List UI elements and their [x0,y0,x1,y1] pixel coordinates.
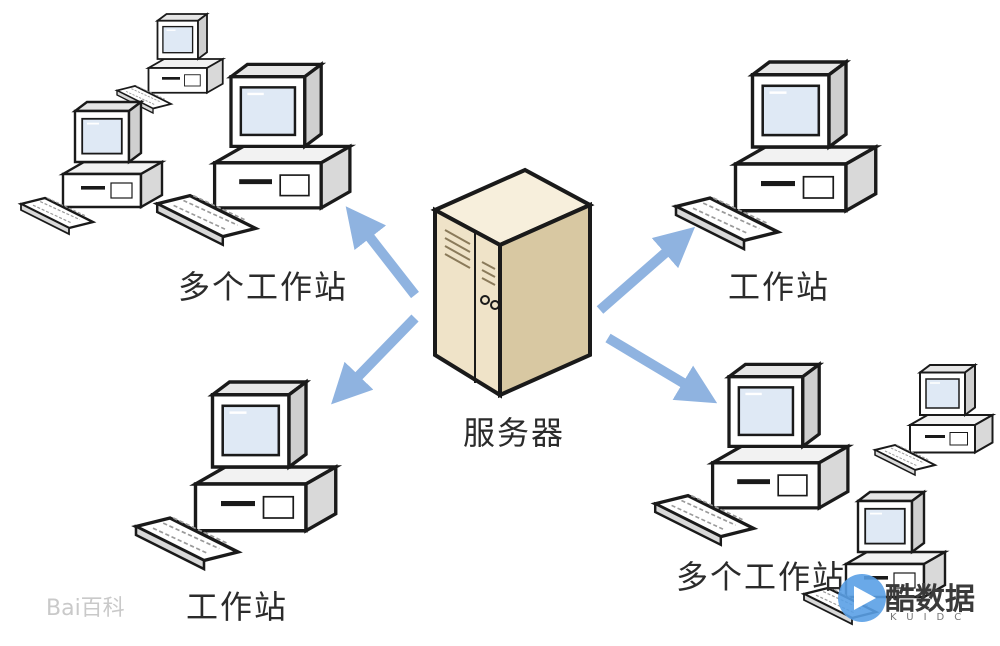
computer-icon-bottom-right-large [653,362,850,547]
computer-icon-bottom-right-small [874,364,994,476]
label-server: 服务器 [463,414,566,452]
computer-icon-top-left-medium [19,100,164,236]
watermark-logo-sub: KUIDC [890,612,972,623]
computer-icon-top-right [674,60,878,251]
computer-icon-bottom-left [134,380,338,571]
watermark-baidu: Bai百科 [46,596,125,621]
logo-icon [838,574,886,622]
arrow-to-top-left [345,206,419,299]
watermark-logo-text: 酷数据 [885,582,975,617]
arrow-to-bottom-left [331,314,419,405]
computer-icon-top-left-small [116,13,224,114]
label-workstation-bottom-left: 工作站 [186,588,289,626]
arrow-to-top-right [596,226,696,314]
server-icon [430,167,595,399]
label-workstation-top-right: 工作站 [728,268,831,306]
arrow-to-bottom-right [605,333,718,404]
label-workstations-top-left: 多个工作站 [178,268,349,306]
label-workstations-bottom-right: 多个工作站 [676,558,847,596]
